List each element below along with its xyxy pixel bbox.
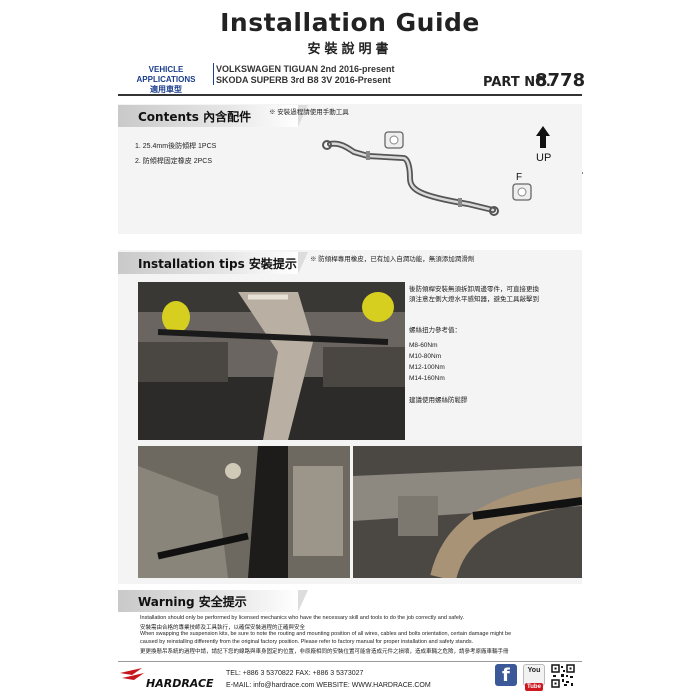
bushing-bracket-drawing	[138, 446, 350, 578]
warning-line-4: caused by reinstalling differently from …	[140, 639, 474, 645]
brand-name: HARDRACE	[146, 677, 214, 690]
tips-line-1: 後防傾桿安裝無須拆卸周邊零件，可直接更換	[409, 286, 539, 293]
sway-bar	[322, 140, 499, 216]
facebook-icon[interactable]: f	[495, 664, 517, 686]
footer-rule	[118, 661, 582, 662]
youtube-icon[interactable]: You Tube	[523, 664, 545, 691]
torque-m14: M14-160Nm	[409, 375, 445, 382]
qr-code-icon	[551, 664, 575, 688]
sway-bar-installed-drawing	[353, 446, 582, 578]
contents-section-bar: Contents 內含配件	[118, 105, 308, 127]
contents-item-2: 2. 防傾桿固定橡皮 2PCS	[135, 158, 213, 165]
tips-grease-note: ※ 防傾桿專用橡皮，已有加入自潤功能，無須添加潤滑劑	[310, 256, 475, 263]
underbody-photo-drawing	[138, 282, 405, 440]
youtube-word-top: You	[527, 667, 541, 674]
vehicle-applications-en: VEHICLE APPLICATIONS	[136, 65, 196, 84]
warning-line-2: 安裝需由合格的專業技師及工具執行，以確保安裝過程的正確與安全	[140, 625, 306, 631]
hardrace-logo: HARDRACE	[120, 668, 214, 690]
vehicle-applications-label: VEHICLE APPLICATIONS 適用車型	[120, 65, 212, 95]
contents-item-1: 1. 25.4mm後防傾桿 1PCS	[135, 143, 217, 150]
youtube-word-bottom: Tube	[525, 683, 543, 691]
warning-heading: Warning 安全提示	[138, 595, 247, 609]
contents-tool-note: ※ 安裝過程請使用手動工具	[269, 109, 349, 116]
footer-email-website: E-MAIL: info@hardrace.com WEBSITE: WWW.H…	[226, 682, 431, 689]
part-number: 8778	[535, 70, 586, 91]
bushing-bracket-photo	[138, 446, 350, 578]
vehicle-line-1: VOLKSWAGEN TIGUAN 2nd 2016-present	[216, 64, 395, 74]
tips-section-bar: Installation tips 安裝提示	[118, 252, 308, 274]
installation-guide-sheet: Installation Guide 安裝說明書 VEHICLE APPLICA…	[103, 0, 597, 700]
page-title: Installation Guide	[220, 8, 480, 37]
sway-bar-installed-photo	[353, 446, 582, 578]
torque-m8: M8-60Nm	[409, 342, 438, 349]
vehicle-applications-zh: 適用車型	[150, 85, 182, 94]
bushing-left	[384, 131, 404, 149]
part-number-label: PART NO.	[483, 75, 551, 90]
torque-label: 螺絲扭力參考值：	[409, 327, 461, 334]
up-label: UP	[536, 152, 551, 164]
forward-label: F	[516, 172, 522, 183]
tips-line-2: 須注意左側大燈水平感知器，避免工具敲擊到	[409, 296, 539, 303]
threadlocker-note: 建議使用螺絲防鬆膠	[409, 397, 468, 404]
footer-phone-fax: TEL: +886 3 5370822 FAX: +886 3 5373027	[226, 670, 364, 677]
vehicle-line-2: SKODA SUPERB 3rd B8 3V 2016-Present	[216, 75, 391, 85]
sway-bar-illustration: UP F	[322, 126, 583, 216]
torque-m12: M12-100Nm	[409, 364, 445, 371]
page-subtitle: 安裝說明書	[307, 42, 393, 57]
warning-line-3: When swapping the suspension kits, be su…	[140, 631, 512, 637]
vehicle-separator	[213, 63, 214, 85]
bushing-right	[512, 183, 532, 201]
contents-heading: Contents 內含配件	[138, 110, 252, 124]
forward-arrow-icon	[582, 172, 583, 174]
header-rule	[118, 94, 582, 96]
up-arrow-icon	[536, 126, 550, 148]
tips-heading: Installation tips 安裝提示	[138, 257, 297, 271]
warning-section-bar: Warning 安全提示	[118, 590, 308, 612]
warning-line-5: 更更換懸吊系統的過程中請，請記下您的線路與車身固定的位置，非原廠相同的安裝位置可…	[140, 649, 509, 655]
torque-m10: M10-80Nm	[409, 353, 442, 360]
warning-line-1: Installation should only be performed by…	[140, 615, 464, 621]
underbody-photo	[138, 282, 405, 440]
